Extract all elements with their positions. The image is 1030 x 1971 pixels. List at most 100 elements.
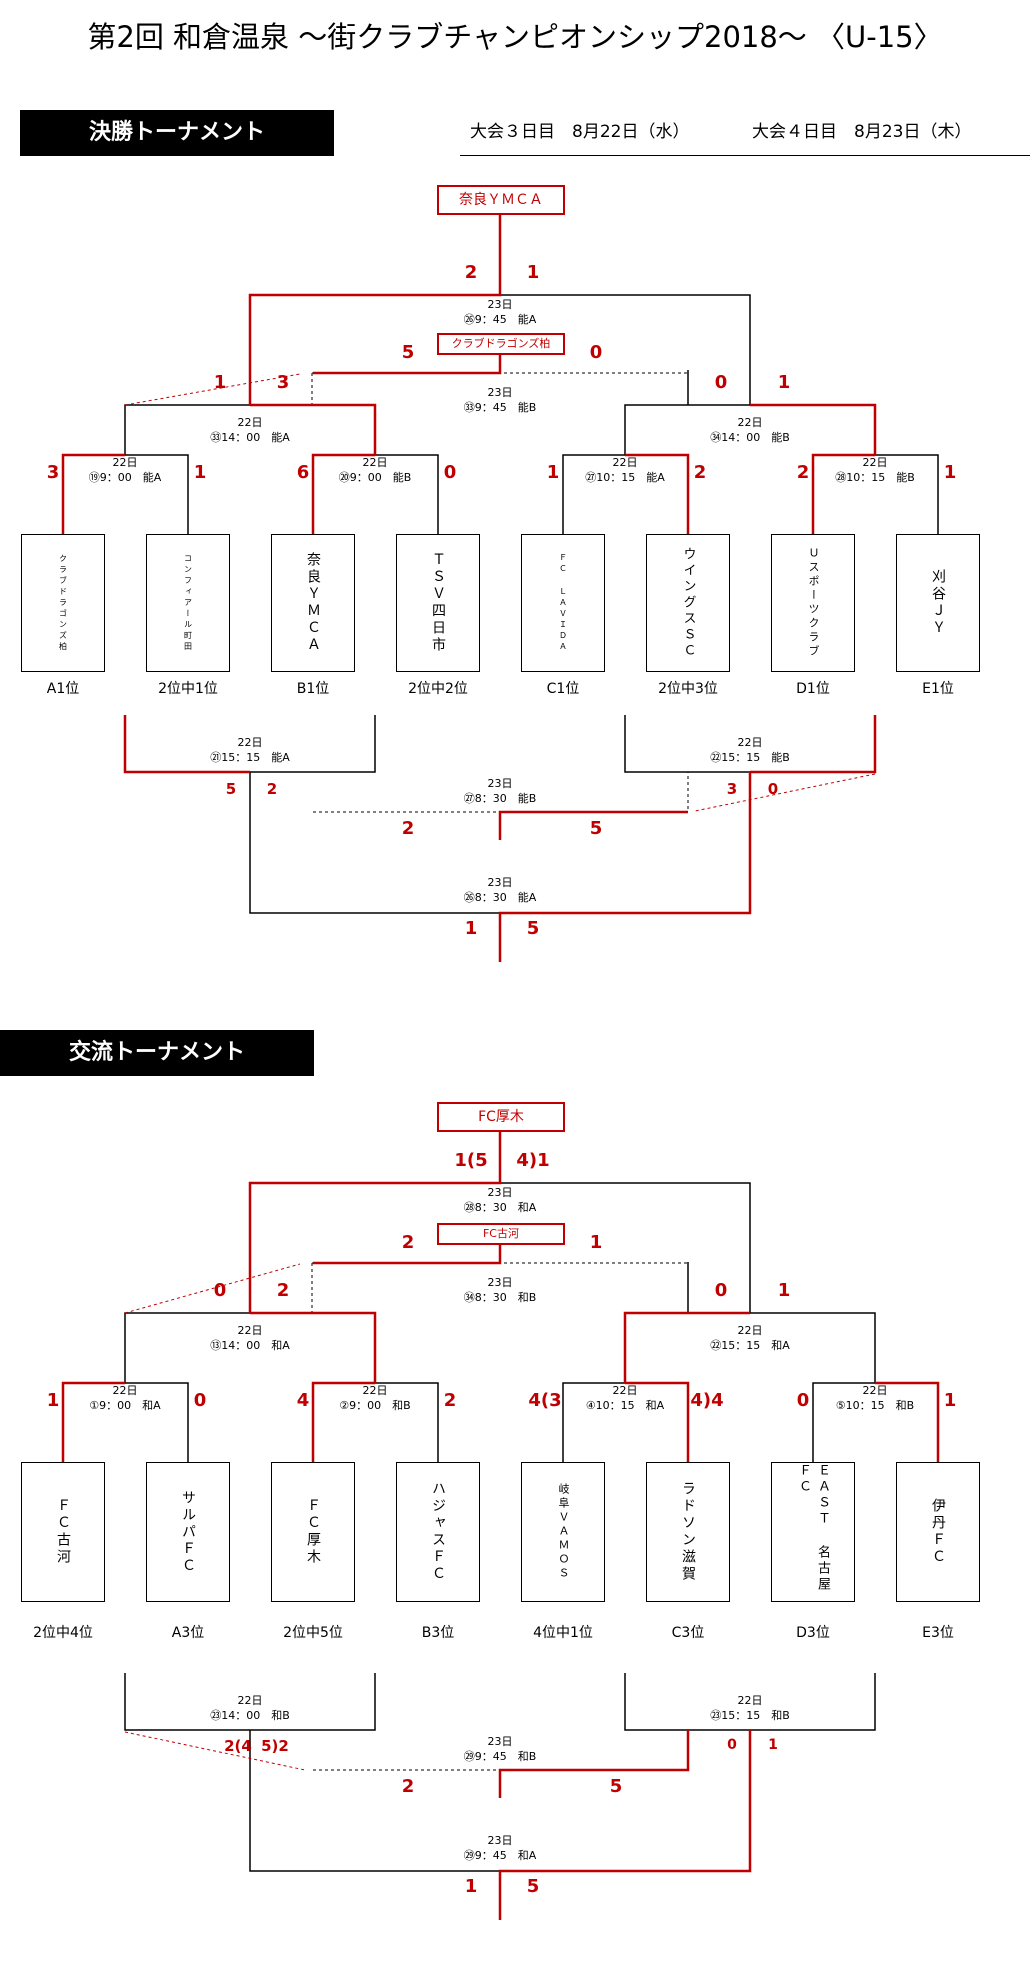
exchange-sf2-score-2: 1 [777,1280,791,1301]
final-tournament-banner: 決勝トーナメント [20,110,334,156]
exchange-lf2-score-1: 1 [464,1876,478,1897]
final-lb2-score-1: 3 [726,780,738,798]
exchange-r1d-score-1: 0 [796,1390,810,1411]
final-r1c-score-1: 1 [546,462,560,483]
exchange-r1d-score-2: 1 [943,1390,957,1411]
final-seed-1: A1位 [46,681,80,697]
exchange-r1b-score-1: 4 [296,1390,310,1411]
final-seed-2: 2位中1位 [158,681,218,697]
final-r1a-score-2: 1 [193,462,207,483]
exchange-champion-box: FC厚木 [437,1102,565,1132]
dates-rule [460,155,1030,156]
final-sf1-score-1: 1 [213,372,227,393]
exchange-third-score-2: 1 [589,1232,603,1253]
final-sf2-score-2: 1 [777,372,791,393]
final-team-2: コンフィアール町田 [146,534,230,672]
exchange-seed-4: B3位 [421,1625,455,1641]
final-seed-6: 2位中3位 [658,681,718,697]
exchange-team-5: 岐阜ＶＡＭＯＳ [521,1462,605,1602]
final-lb2-score-2: 0 [767,780,779,798]
final-team-4: ＴＳＶ四日市 [396,534,480,672]
final-seed-8: E1位 [922,681,954,697]
exchange-seed-6: C3位 [671,1625,705,1641]
final-final-score-1: 2 [464,262,478,283]
final-lf2-score-2: 5 [526,918,540,939]
exchange-third-score-1: 2 [401,1232,415,1253]
exchange-seed-7: D3位 [796,1625,830,1641]
final-third-box: クラブドラゴンズ柏 [437,333,565,355]
exchange-lb2-score-2: 1 [768,1737,778,1753]
exchange-r1b-score-2: 2 [443,1390,457,1411]
final-final-score-2: 1 [526,262,540,283]
exchange-lb1-score-1: 2(4 [224,1737,252,1755]
day4-date: 大会４日目 8月23日（木） [752,122,972,142]
final-third-score-1: 5 [401,342,415,363]
final-third-score-2: 0 [589,342,603,363]
exchange-seed-8: E3位 [922,1625,954,1641]
exchange-seed-2: A3位 [171,1625,205,1641]
exchange-seed-1: 2位中4位 [33,1625,93,1641]
exchange-sf2-score-1: 0 [714,1280,728,1301]
exchange-final-score-1: 1(5 [454,1150,488,1171]
exchange-team-4: ハジャスＦＣ [396,1462,480,1602]
final-sf1-score-2: 3 [276,372,290,393]
final-lb1-score-2: 2 [266,780,278,798]
exchange-r1a-score-1: 1 [46,1390,60,1411]
exchange-r1a-score-2: 0 [193,1390,207,1411]
page-title: 第2回 和倉温泉 ～街クラブチャンピオンシップ2018～ 〈U-15〉 [87,20,943,54]
final-r1a-score-1: 3 [46,462,60,483]
exchange-team-1: ＦＣ古河 [21,1462,105,1602]
final-team-3: 奈良ＹＭＣＡ [271,534,355,672]
exchange-lb1-score-2: 5)2 [261,1737,289,1755]
final-team-8: 刈谷ＪＹ [896,534,980,672]
exchange-lb2-score-1: 0 [727,1737,737,1753]
final-team-6: ウイングスＳＣ [646,534,730,672]
final-team-5: ＦＣ ＬＡＶＩＤＡ [521,534,605,672]
exchange-team-7: ＥＡＳＴ 名古屋ＦＣ [771,1462,855,1602]
final-seed-3: B1位 [296,681,330,697]
final-lb1-score-1: 5 [225,780,237,798]
final-champion-box: 奈良ＹＭＣＡ [437,185,565,215]
final-r1b-score-1: 6 [296,462,310,483]
exchange-sf1-score-1: 0 [213,1280,227,1301]
final-seed-5: C1位 [546,681,580,697]
final-seed-4: 2位中2位 [408,681,468,697]
exchange-r1c-score-2: 4)4 [690,1390,724,1411]
final-r1d-score-2: 1 [943,462,957,483]
final-seed-7: D1位 [796,681,830,697]
day3-date: 大会３日目 8月22日（水） [470,122,690,142]
exchange-team-6: ラドソン滋賀 [646,1462,730,1602]
exchange-lf1-score-2: 5 [609,1776,623,1797]
final-lf2-score-1: 1 [464,918,478,939]
exchange-lf1-score-1: 2 [401,1776,415,1797]
exchange-seed-3: 2位中5位 [283,1625,343,1641]
final-lf1-score-2: 5 [589,818,603,839]
exchange-team-2: サルパＦＣ [146,1462,230,1602]
exchange-tournament-banner: 交流トーナメント [0,1030,314,1076]
exchange-r1c-score-1: 4(3 [528,1390,562,1411]
final-r1b-score-2: 0 [443,462,457,483]
final-sf2-score-1: 0 [714,372,728,393]
